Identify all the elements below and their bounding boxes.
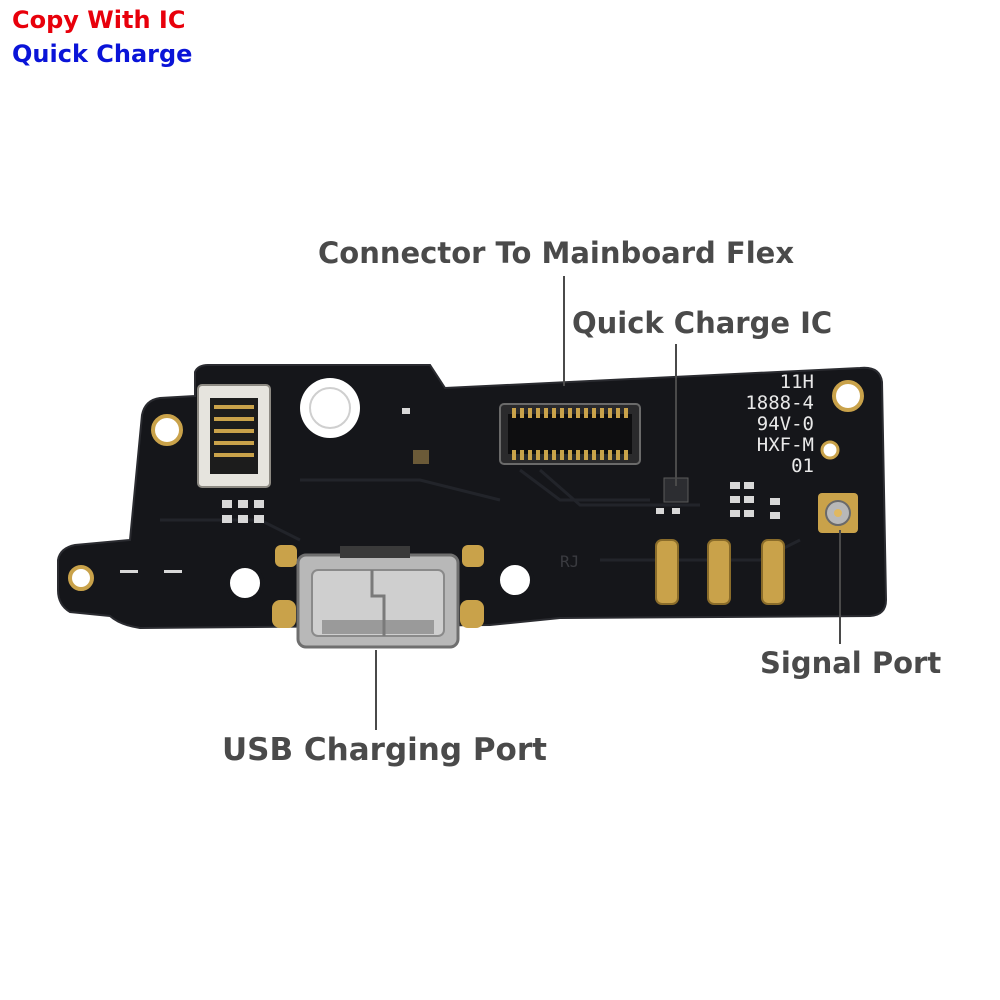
- side-fpc-connector: [197, 384, 271, 488]
- silk-line: 01: [791, 455, 814, 477]
- callout-lines: [375, 276, 841, 730]
- silk-line: 94V-0: [756, 413, 814, 435]
- mounting-holes: [68, 378, 864, 602]
- silk-line: 1888-4: [745, 392, 814, 414]
- pcb-traces: [160, 468, 801, 562]
- silk-small-label: RJ: [560, 552, 580, 571]
- silkscreen-block: 11H 1888-4 94V-0 HXF-M 01: [718, 372, 814, 477]
- callout-connector-flex: Connector To Mainboard Flex: [318, 236, 795, 270]
- silk-line: 11H: [779, 371, 814, 393]
- mainboard-connector: [499, 403, 641, 465]
- usb-charging-port: [272, 545, 484, 649]
- silk-line: HXF-M: [756, 434, 814, 456]
- signal-port-socket: [818, 493, 858, 533]
- quick-charge-label: Quick Charge: [12, 40, 193, 68]
- spring-contacts: [655, 539, 785, 605]
- copy-with-ic-label: Copy With IC: [12, 6, 186, 34]
- callout-signal-port: Signal Port: [760, 646, 942, 680]
- callout-usb-port: USB Charging Port: [222, 732, 547, 768]
- callout-quick-charge-ic: Quick Charge IC: [572, 306, 833, 340]
